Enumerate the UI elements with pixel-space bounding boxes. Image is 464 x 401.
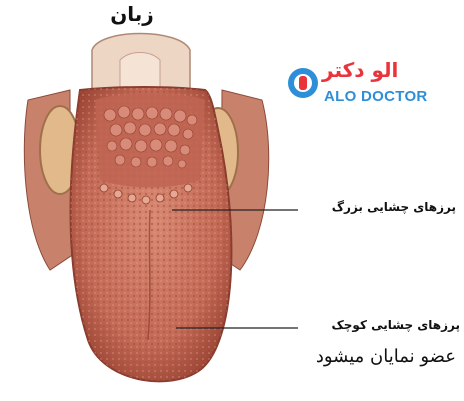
logo-persian-text: الو دکتر — [322, 58, 398, 82]
label-large-papillae: پرزهای چشایی بزرگ — [332, 200, 456, 214]
alo-doctor-logo: الو دکتر ALO DOCTOR — [286, 58, 456, 114]
label-small-papillae: پرزهای چشایی کوچک — [331, 318, 460, 332]
diagram-title: زبان — [92, 2, 172, 26]
footer-caption: عضو نمایان میشود — [316, 346, 456, 367]
logo-english-text: ALO DOCTOR — [324, 88, 428, 105]
logo-mark-icon — [286, 66, 320, 100]
